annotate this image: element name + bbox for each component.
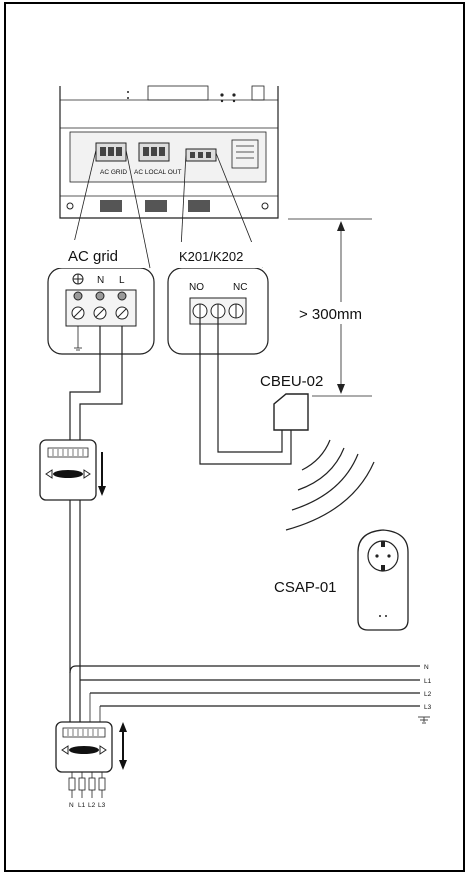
ac-grid-port-label: AC GRID (100, 169, 127, 176)
bus-label-n: N (424, 664, 429, 671)
cbeu-02-device (273, 393, 309, 431)
meter-terminal-l3: L3 (98, 802, 106, 809)
bus-label-l1: L1 (424, 678, 432, 685)
ac-grid-title: AC grid (68, 248, 118, 265)
meter-terminal-l1: L1 (78, 802, 86, 809)
ac-local-out-port-label: AC LOCAL OUT (134, 169, 181, 176)
ac-grid-terminal-box: AC grid N L (47, 240, 155, 355)
csap-01-device (357, 529, 409, 631)
meter-terminal-l2: L2 (88, 802, 96, 809)
distribution-bus: N L1 L2 L3 (69, 664, 432, 724)
inverter-device: AC GRID AC LOCAL OUT (59, 85, 279, 219)
ground-icon (418, 716, 430, 724)
distance-label: > 300mm (299, 306, 362, 323)
distance-dimension: > 300mm (288, 218, 380, 397)
relay-title: K201/K202 (179, 249, 243, 264)
relay-terminal-no: NO (189, 282, 204, 293)
cbeu-label: CBEU-02 (260, 373, 323, 390)
bus-label-l3: L3 (424, 704, 432, 711)
upper-energy-meter (39, 439, 97, 501)
wireless-signal-icon (285, 439, 375, 531)
ac-grid-terminal-l: L (119, 275, 125, 286)
earth-icon (72, 273, 84, 285)
bus-label-l2: L2 (424, 691, 432, 698)
meter-terminal-n: N (69, 802, 74, 809)
page-frame (4, 2, 465, 872)
ac-grid-terminal-n: N (97, 275, 104, 286)
relay-terminal-nc: NC (233, 282, 247, 293)
lower-energy-meter: N L1 L2 L3 (55, 721, 113, 809)
csap-label: CSAP-01 (274, 579, 337, 596)
